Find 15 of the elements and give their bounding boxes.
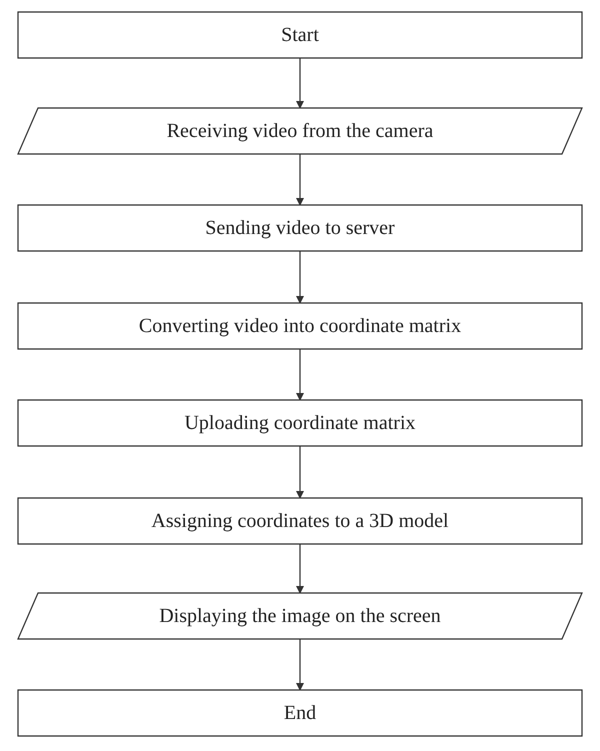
node-label: Start bbox=[281, 24, 319, 46]
node-label: Receiving video from the camera bbox=[166, 120, 434, 142]
node-label: Converting video into coordinate matrix bbox=[138, 314, 462, 338]
node-label: Sending video to server bbox=[205, 216, 395, 240]
arrow bbox=[296, 58, 304, 109]
node-label: End bbox=[284, 702, 316, 724]
arrow bbox=[296, 544, 304, 594]
arrow bbox=[296, 154, 304, 206]
arrow bbox=[296, 639, 304, 691]
node-label: Uploading coordinate matrix bbox=[184, 412, 416, 434]
arrow bbox=[296, 349, 304, 401]
node-label: Assigning coordinates to a 3D model bbox=[151, 510, 449, 532]
node-label: Displaying the image on the screen bbox=[159, 604, 441, 628]
arrow bbox=[296, 251, 304, 304]
arrow bbox=[296, 446, 304, 499]
